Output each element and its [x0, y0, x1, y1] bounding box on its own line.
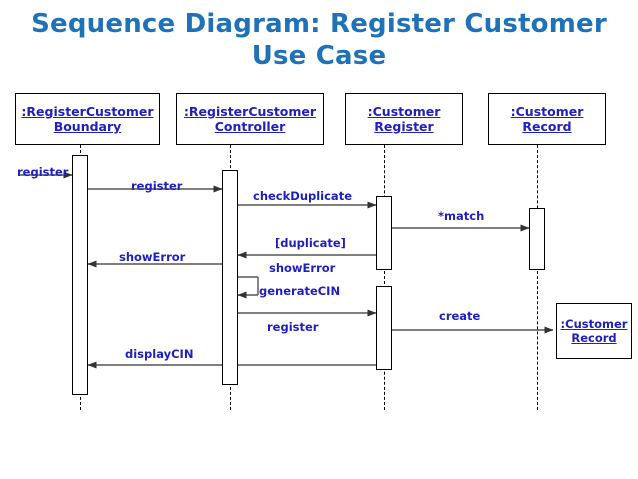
lifeline-label-register-customer-controller: :RegisterCustomer Controller	[183, 104, 317, 134]
created-object-box[interactable]: :Customer Record	[556, 303, 632, 359]
activation-record[interactable]	[529, 208, 545, 270]
page-title: Sequence Diagram: Register Customer Use …	[31, 9, 607, 71]
lifeline-header-register-customer-controller[interactable]: :RegisterCustomer Controller	[176, 93, 324, 145]
message-match-label: *match	[438, 209, 485, 223]
created-object-label: :Customer Record	[560, 317, 628, 345]
lifeline-header-register-customer-boundary[interactable]: :RegisterCustomer Boundary	[15, 93, 160, 145]
message-check-duplicate-label: checkDuplicate	[253, 189, 352, 203]
message-register-to-register-label: register	[267, 320, 319, 334]
message-register-entry-label: register	[17, 165, 69, 179]
activation-controller[interactable]	[222, 170, 238, 385]
activation-register-first[interactable]	[376, 196, 392, 270]
message-register-to-controller-label: register	[131, 179, 183, 193]
activation-register-second[interactable]	[376, 286, 392, 370]
lifeline-label-register-customer-boundary: :RegisterCustomer Boundary	[21, 104, 154, 134]
message-display-cin-label: displayCIN	[125, 347, 194, 361]
lifeline-label-customer-register: :Customer Register	[367, 104, 441, 134]
message-generate-cin-label: generateCIN	[259, 284, 341, 298]
message-show-error-self-label: showError	[269, 261, 336, 275]
activation-boundary[interactable]	[72, 155, 88, 395]
lifeline-dash-customer-register	[384, 145, 385, 410]
message-show-error-controller-label: showError	[119, 250, 186, 264]
message-create-label: create	[439, 309, 481, 323]
lifeline-header-customer-register[interactable]: :Customer Register	[345, 93, 463, 145]
lifeline-dash-customer-record	[537, 145, 538, 410]
lifeline-header-customer-record[interactable]: :Customer Record	[488, 93, 606, 145]
message-duplicate-return-label: [duplicate]	[275, 236, 346, 250]
lifeline-label-customer-record: :Customer Record	[510, 104, 584, 134]
